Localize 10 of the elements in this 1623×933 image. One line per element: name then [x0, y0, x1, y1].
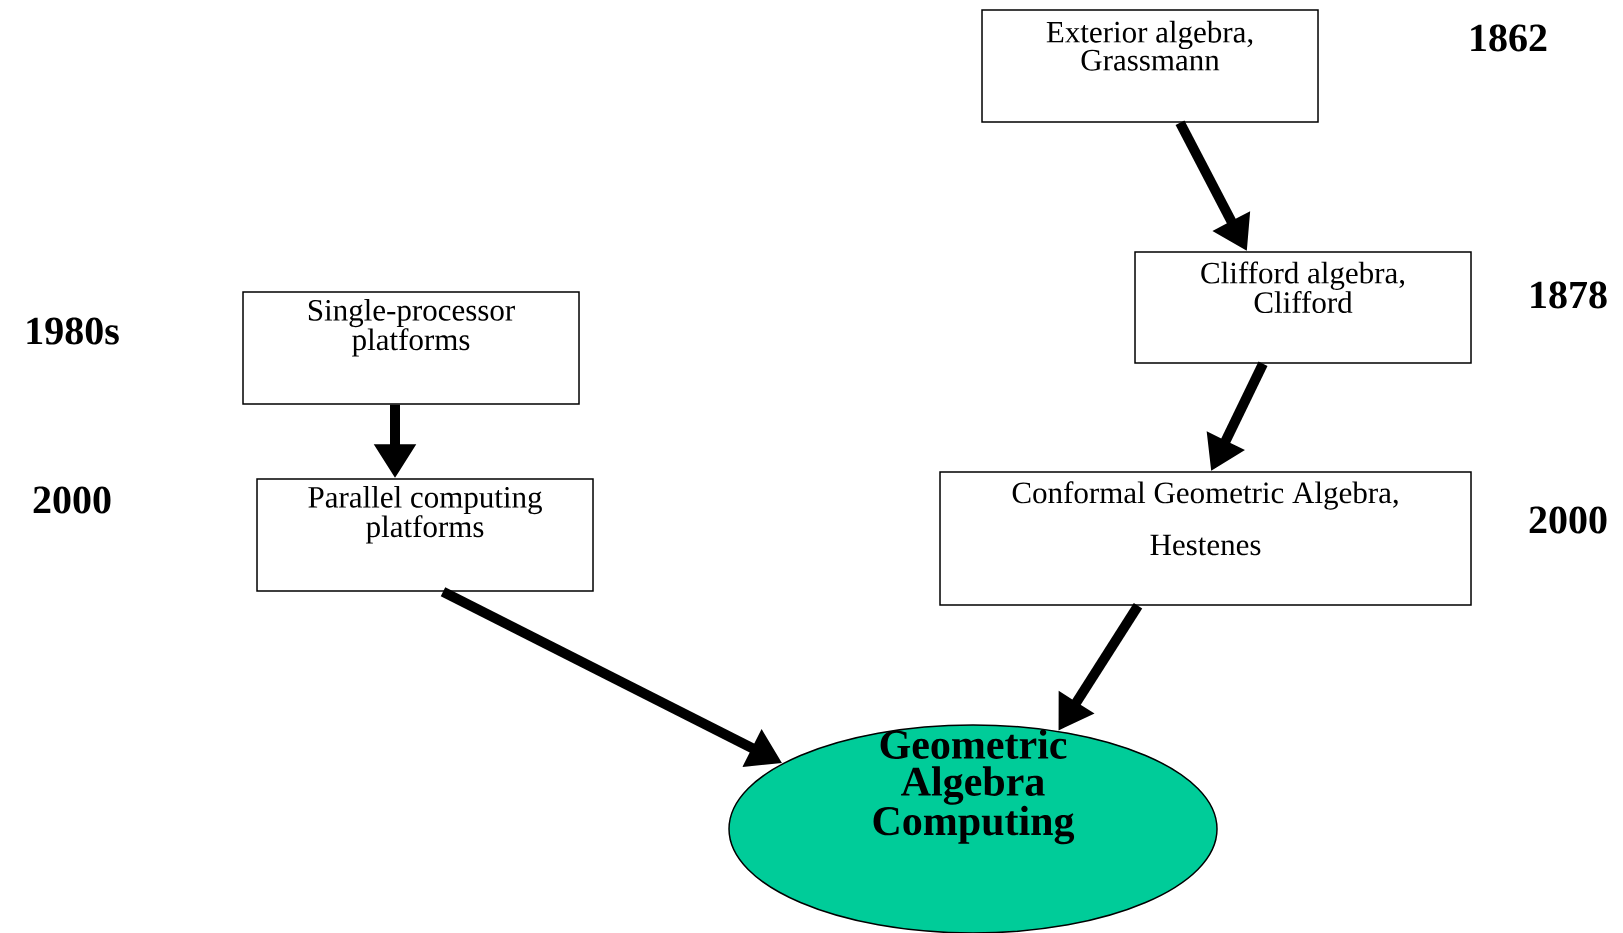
year-label: 1878	[1531, 281, 1607, 309]
text-box: Clifford algebra, Clifford	[1134, 251, 1472, 364]
text-box: Single-processor platforms	[242, 291, 580, 405]
year-label: 1862	[1471, 24, 1547, 52]
year-label: 1980s	[27, 317, 119, 345]
text-box: Conformal Geometric Algebra, Hestenes	[939, 471, 1472, 606]
text-box: Exterior algebra, Grassmann	[981, 9, 1319, 123]
text-box: Parallel computing platforms	[256, 478, 594, 592]
year-label: 2000	[33, 486, 111, 514]
year-label: 2000	[1529, 506, 1607, 534]
